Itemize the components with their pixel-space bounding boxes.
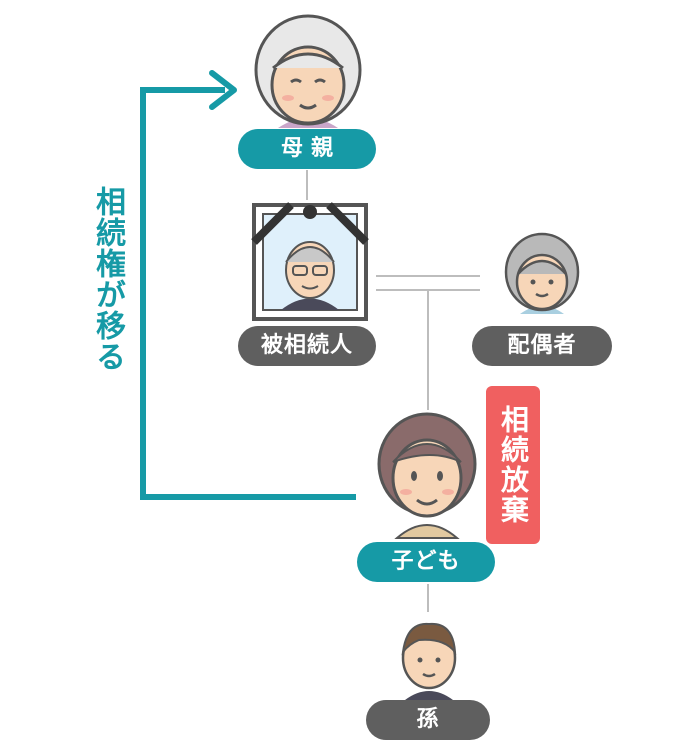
memorial-portrait-icon [251, 202, 369, 321]
boy-icon [401, 622, 457, 700]
woman-icon [377, 412, 477, 539]
elderly-woman-icon [254, 14, 362, 128]
renounce-badge: 相続放棄 [486, 386, 540, 544]
mother-label: 母親 [238, 129, 376, 169]
transfer-arrow [140, 87, 356, 500]
arrow-head-icon [209, 70, 237, 110]
spouse-label: 配偶者 [472, 326, 612, 366]
elderly-woman-icon [504, 232, 580, 314]
child-label: 子ども [357, 542, 495, 582]
transfer-annotation: 相続権が移る [90, 186, 125, 372]
deceased-label: 被相続人 [238, 326, 376, 366]
grandchild-label: 孫 [366, 700, 490, 740]
